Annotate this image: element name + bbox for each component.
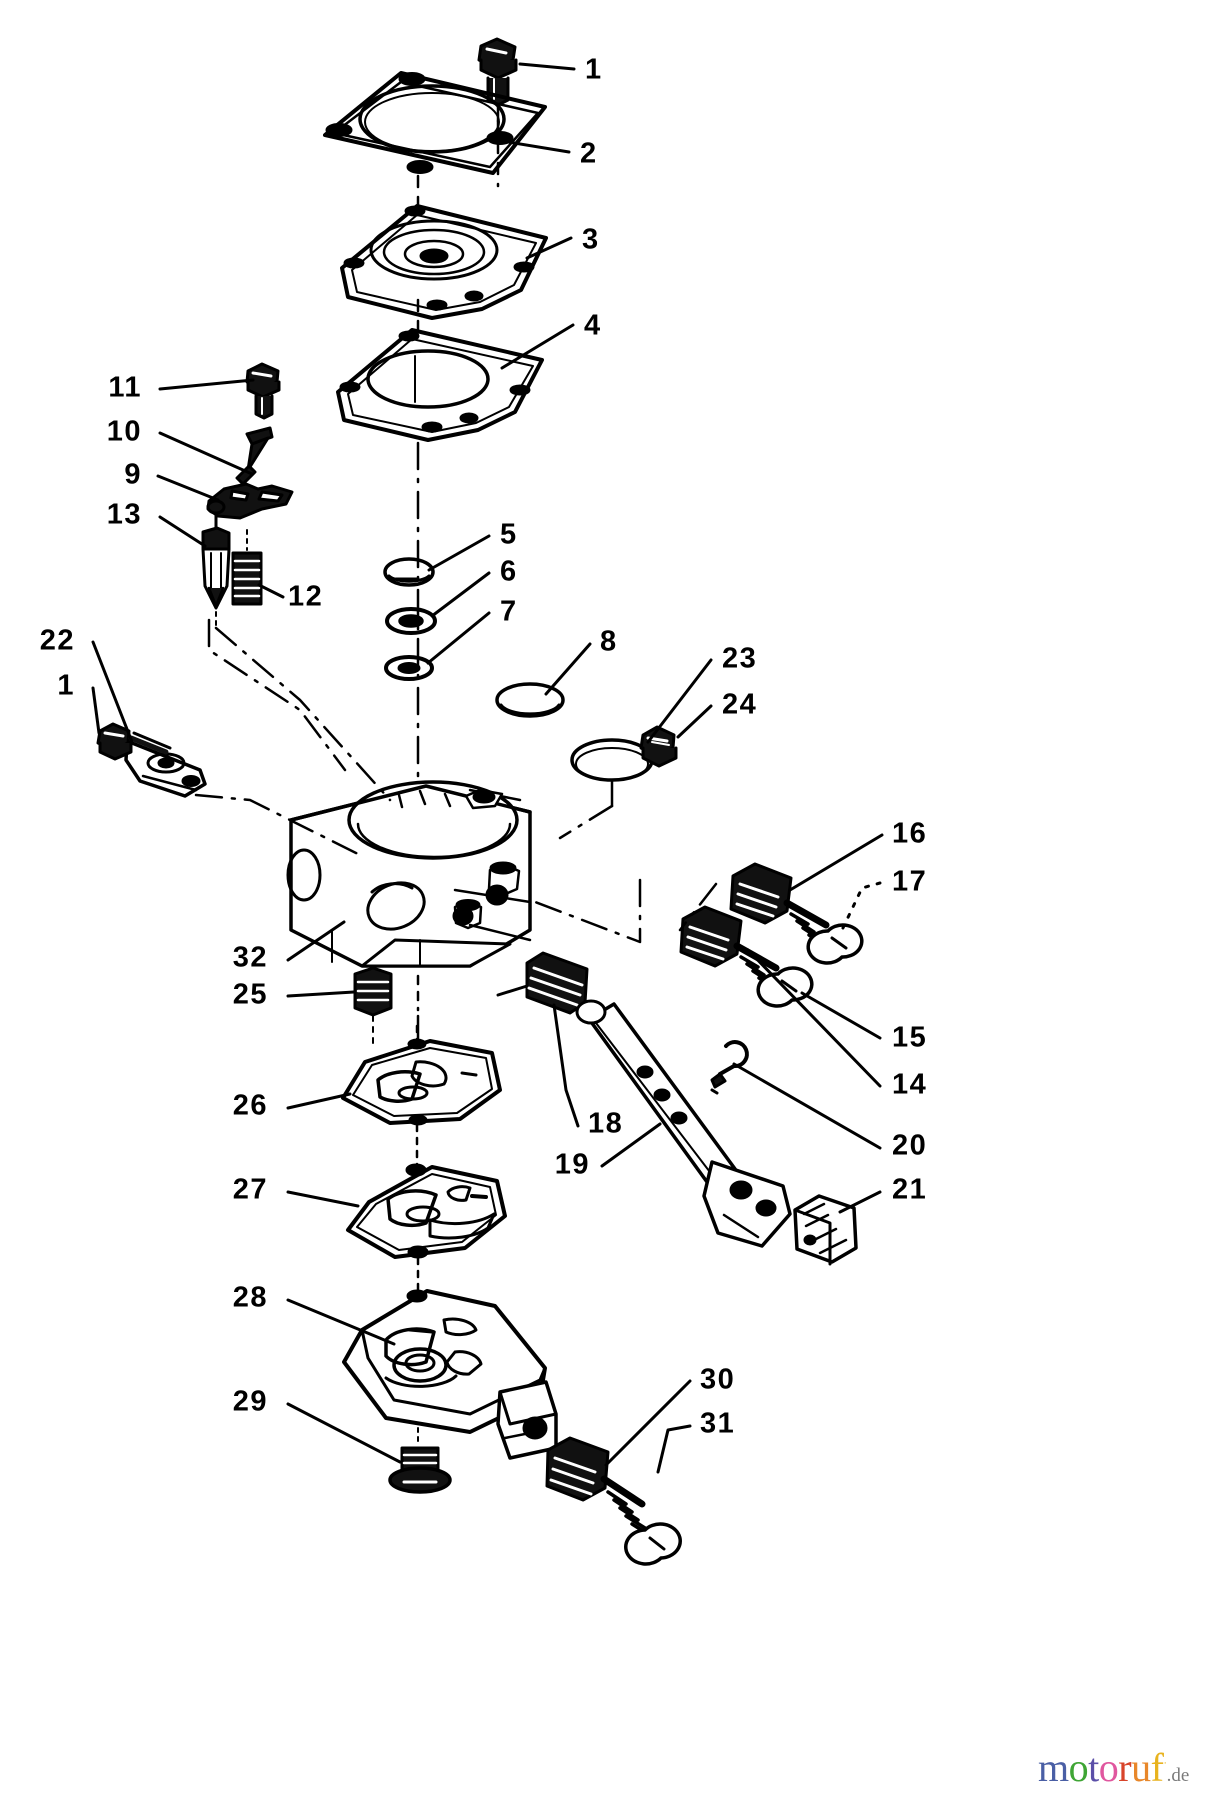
part-13-inlet-needle [201,526,231,629]
watermark-registered-dot: · [1163,1757,1167,1770]
watermark-letter-t-2: t [1088,1745,1099,1790]
part-callout-27: 27 [232,1173,268,1206]
part-callout-1-left: 1 [57,669,75,702]
watermark-letter-o-1: o [1068,1745,1089,1790]
part-callout-19: 19 [554,1148,590,1181]
part-callout-1-top: 1 [585,53,603,86]
part-callout-12: 12 [288,580,324,613]
part-callout-24: 24 [722,688,758,721]
part-callout-32: 32 [232,941,268,974]
part-callout-25: 25 [232,978,268,1011]
part-24-circuit-plate-screw [639,725,678,768]
part-31-inlet-screw [600,1475,682,1566]
part-6-washer [385,607,437,635]
part-callout-20: 20 [892,1129,928,1162]
assembly-centerlines [194,441,718,1042]
part-23-circuit-plate [570,738,654,808]
part-14-idle-mixture-spring [679,905,743,968]
part-callout-13: 13 [106,498,142,531]
part-18-throttle-return-spring [496,951,589,1015]
part-4-metering-gasket [336,328,544,442]
watermark-motoruf: motoruf·.de [1038,1748,1189,1788]
part-callout-2: 2 [580,137,598,170]
leader-lines [91,62,884,1474]
part-10-lever-pin [235,426,274,486]
part-callout-7: 7 [500,595,518,628]
part-26-pump-gasket [341,1038,502,1126]
watermark-letter-r-4: r [1118,1745,1132,1790]
watermark-letter-f-6: f [1150,1745,1164,1790]
part-7-washer-small [384,655,434,681]
part-11-lever-screw [245,362,281,420]
part-callout-17: 17 [892,865,928,898]
part-callout-18: 18 [588,1107,624,1140]
part-28-fuel-pump-body [342,1289,558,1460]
part-callout-23: 23 [722,642,758,675]
watermark-letter-o-3: o [1098,1745,1119,1790]
part-callout-3: 3 [582,223,600,256]
part-8-welch-plug-large [495,682,565,718]
part-30-inlet-screen-spring [545,1436,610,1502]
part-3-metering-diaphragm [340,204,548,320]
part-callout-22: 22 [39,624,75,657]
part-callout-4: 4 [584,309,602,342]
part-callout-5: 5 [500,518,518,551]
part-callout-15: 15 [892,1021,928,1054]
part-21-throttle-lever-bushing [793,1194,858,1266]
part-2-pump-cover-plate [323,71,547,175]
part-29-pump-body-screw [388,1427,452,1494]
part-17-main-mixture-screw [783,899,864,965]
part-22-choke-plate [124,739,207,798]
part-27-pump-diaphragm [346,1163,507,1259]
part-32-carburetor-body [286,780,532,968]
watermark-letter-m-0: m [1038,1745,1069,1790]
part-9-metering-lever [206,482,294,530]
watermark-letter-u-5: u [1131,1745,1151,1790]
part-callout-8: 8 [600,625,618,658]
part-callout-14: 14 [892,1068,928,1101]
part-callout-26: 26 [232,1089,268,1122]
part-callout-28: 28 [232,1281,268,1314]
part-callout-6: 6 [500,555,518,588]
part-19-throttle-shaft [575,999,792,1248]
part-1-left-screw [96,722,172,761]
part-16-main-mixture-spring [729,862,793,925]
part-callout-11: 11 [108,371,142,404]
part-1-screw [477,37,518,123]
part-callout-16: 16 [892,817,928,850]
part-callout-31: 31 [700,1407,736,1440]
part-callout-9: 9 [124,458,142,491]
part-callout-10: 10 [106,415,142,448]
part-callout-30: 30 [700,1363,736,1396]
watermark-tld: .de [1166,1765,1190,1786]
part-12-inlet-spring [231,529,263,606]
part-5-welch-plug [383,557,435,587]
part-callout-29: 29 [232,1385,268,1418]
part-callout-21: 21 [892,1173,928,1206]
part-25-idle-speed-screw [353,966,393,1049]
